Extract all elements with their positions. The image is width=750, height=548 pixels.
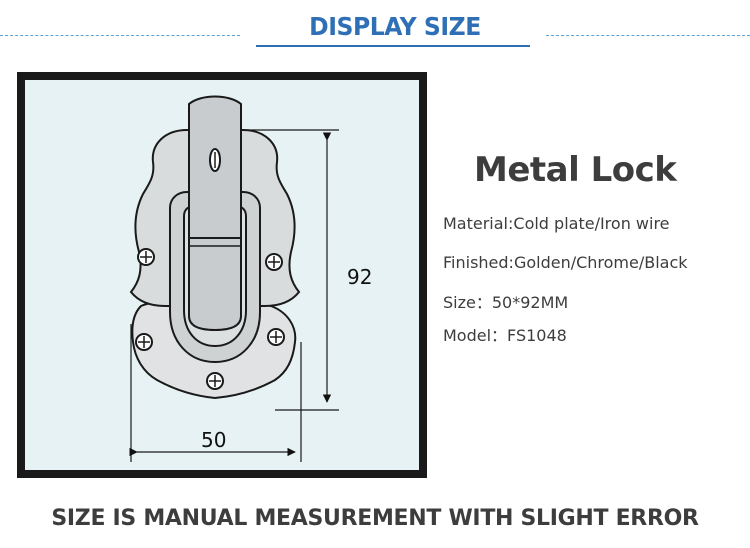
spec-model: Model：FS1048 <box>443 326 567 345</box>
spec-material: Material:Cold plate/Iron wire <box>443 214 670 233</box>
dashed-divider-left <box>0 35 240 36</box>
lock-latch-arm <box>188 95 242 332</box>
header: DISPLAY SIZE <box>0 0 750 60</box>
dimension-width-label: 50 <box>201 428 226 452</box>
lock-diagram: 92 50 <box>17 72 427 478</box>
height-dimension <box>247 129 339 411</box>
spec-size: Size：50*92MM <box>443 293 569 312</box>
dimension-height-label: 92 <box>347 265 372 289</box>
page-title: DISPLAY SIZE <box>309 12 481 41</box>
product-name: Metal Lock <box>474 150 677 190</box>
spec-finished: Finished:Golden/Chrome/Black <box>443 253 688 272</box>
lock-drawing: 92 50 <box>129 95 372 462</box>
measurement-note: SIZE IS MANUAL MEASUREMENT WITH SLIGHT E… <box>51 506 699 531</box>
dashed-divider-right <box>546 35 750 36</box>
title-underline <box>256 45 530 47</box>
width-dimension <box>129 324 302 462</box>
